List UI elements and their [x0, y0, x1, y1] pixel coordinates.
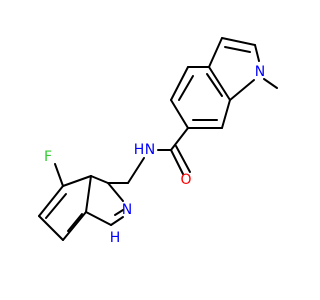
bond — [85, 175, 92, 213]
bond — [221, 99, 231, 129]
bond — [38, 185, 64, 217]
atom-label-n-amide: N — [145, 142, 155, 158]
atom-label-h-indole: H — [110, 230, 121, 246]
bond — [178, 75, 194, 101]
bond — [170, 99, 189, 129]
atom-label-nh-indole: N — [122, 202, 132, 218]
bond — [127, 157, 145, 184]
bond — [221, 37, 256, 46]
bond — [45, 193, 67, 219]
bond — [229, 79, 255, 101]
bond — [54, 163, 64, 187]
bond — [62, 211, 87, 241]
bond — [224, 46, 251, 53]
bond — [114, 209, 124, 216]
molecule-structure: N N H O F N H — [38, 37, 278, 246]
bond — [107, 182, 124, 202]
bond — [170, 66, 189, 101]
bond — [254, 44, 260, 62]
atom-label-f: F — [44, 149, 52, 165]
bond — [62, 175, 92, 187]
bond — [263, 78, 278, 89]
bond — [208, 66, 231, 101]
bond — [175, 145, 191, 173]
bond — [170, 127, 189, 151]
bond — [170, 149, 184, 175]
atom-label-n-methyl: N — [255, 64, 265, 80]
bond — [110, 216, 124, 226]
bond — [38, 215, 64, 241]
atom-label-o-carbonyl: O — [180, 172, 191, 188]
molecule-svg: N N H O F N H — [38, 37, 278, 246]
bond — [67, 213, 83, 232]
bond — [90, 175, 109, 184]
bond — [206, 73, 223, 97]
bond — [208, 37, 223, 68]
bond — [85, 211, 112, 226]
atom-label-h-amide: H — [134, 142, 145, 158]
